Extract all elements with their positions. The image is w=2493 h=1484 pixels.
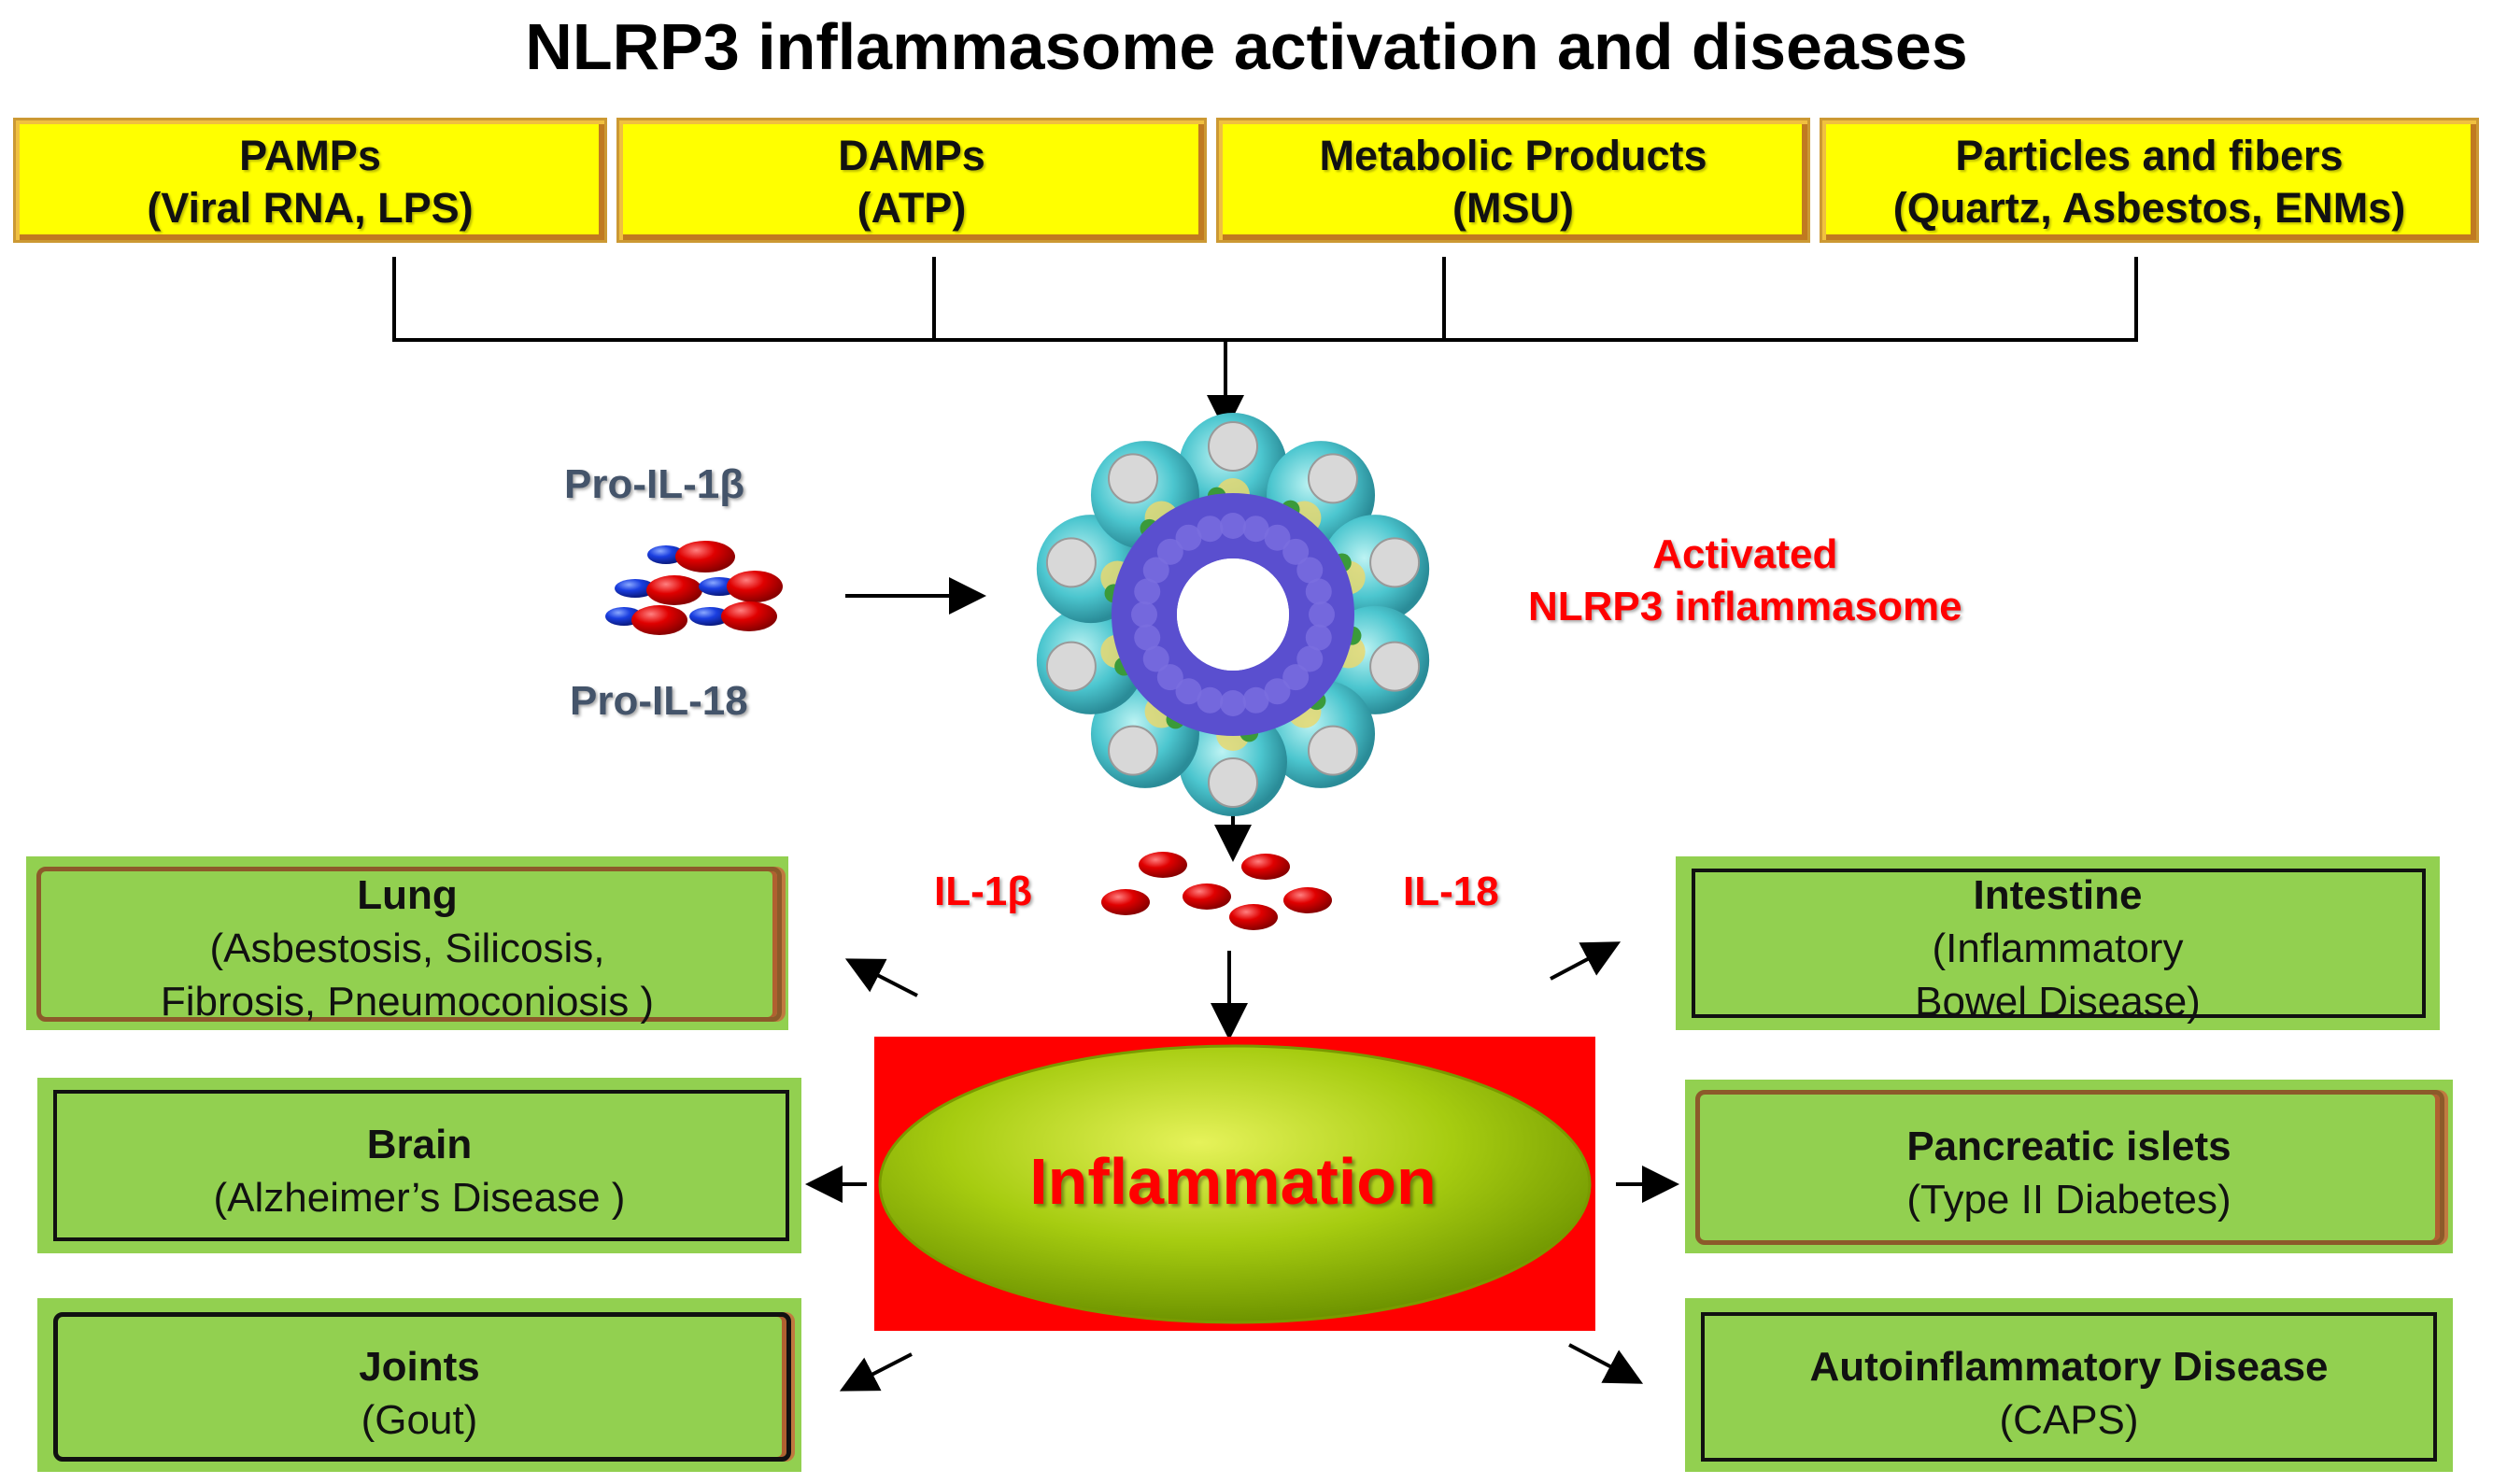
il-1b-label: IL-1β <box>934 869 1033 914</box>
disease-detail: (Type II Diabetes) <box>1906 1177 2231 1223</box>
trigger-name: PAMPs <box>239 132 381 179</box>
arrow-to-lung <box>844 958 918 997</box>
core-bead <box>1242 686 1269 714</box>
disease-detail: Bowel Disease) <box>1915 979 2201 1025</box>
trigger-detail: (ATP) <box>857 184 967 232</box>
arrow-to-auto <box>1568 1343 1644 1384</box>
core-bead <box>1156 538 1183 565</box>
arrow-to-intestine <box>1550 941 1622 981</box>
disease-detail: (Gout) <box>361 1397 478 1443</box>
trigger-name: DAMPs <box>838 132 985 179</box>
box-frame <box>53 1312 791 1462</box>
il-18-label: IL-18 <box>1403 869 1499 914</box>
inflammation-label: Inflammation <box>1029 1145 1437 1218</box>
trigger-metabolic-products: Metabolic Products (MSU) <box>1216 118 1810 243</box>
core-bead <box>1264 678 1291 705</box>
core-bead <box>1282 538 1310 565</box>
core-bead <box>1175 524 1202 551</box>
core-bead <box>1197 686 1224 714</box>
trigger-name: Particles and fibers <box>1955 132 2344 179</box>
core-bead <box>1309 601 1335 628</box>
core-bead <box>1296 645 1324 672</box>
core-bead <box>1242 516 1269 543</box>
trigger-detail: (Viral RNA, LPS) <box>147 184 474 232</box>
disease-organ: Joints <box>359 1344 480 1390</box>
core-bead <box>1134 578 1161 605</box>
box-frame <box>1695 1090 2444 1245</box>
precursor-molecules-icon <box>605 541 783 635</box>
trigger-detail: (Quartz, Asbestos, ENMs) <box>1892 184 2406 232</box>
cytokine-molecules-icon <box>1101 852 1332 930</box>
disease-detail: Fibrosis, Pneumoconiosis ) <box>160 979 655 1025</box>
core-bead <box>1264 524 1291 551</box>
box-frame <box>1701 1312 2437 1462</box>
disease-lung: Lung (Asbestosis, Silicosis, Fibrosis, P… <box>26 856 788 1030</box>
core-bead <box>1156 664 1183 691</box>
box-frame <box>1692 869 2426 1018</box>
box-frame <box>53 1090 789 1241</box>
disease-intestine: Intestine (Inflammatory Bowel Disease) <box>1676 856 2440 1030</box>
disease-organ: Pancreatic islets <box>1906 1124 2231 1169</box>
core-bead <box>1142 645 1169 672</box>
disease-pancreatic-islets: Pancreatic islets (Type II Diabetes) <box>1685 1080 2453 1253</box>
core-bead <box>1175 678 1202 705</box>
core-bead <box>1296 557 1324 584</box>
core-bead <box>1305 578 1332 605</box>
trigger-bracket <box>392 257 2138 342</box>
core-bead <box>1305 624 1332 651</box>
disease-detail: (CAPS) <box>1999 1397 2139 1443</box>
nlrp3-inflammasome-icon <box>1036 413 1430 816</box>
core-bead <box>1131 601 1157 628</box>
disease-organ: Autoinflammatory Disease <box>1809 1344 2329 1390</box>
trigger-name: Metabolic Products <box>1319 132 1707 179</box>
box-frame <box>36 867 782 1022</box>
disease-detail: (Inflammatory <box>1932 926 2184 971</box>
trigger-particles-fibers: Particles and fibers (Quartz, Asbestos, … <box>1820 118 2479 243</box>
disease-detail: (Alzheimer’s Disease ) <box>213 1175 626 1221</box>
disease-detail: (Asbestosis, Silicosis, <box>209 926 605 971</box>
disease-organ: Brain <box>366 1122 473 1167</box>
disease-joints: Joints (Gout) <box>37 1298 801 1472</box>
inflammation-ellipse <box>878 1044 1592 1324</box>
arrow-to-joints <box>839 1352 913 1392</box>
core-bead <box>1197 516 1224 543</box>
pro-il-18-label: Pro-IL-18 <box>570 678 748 724</box>
disease-organ: Intestine <box>1973 872 2143 918</box>
core-bead <box>1134 624 1161 651</box>
inflammasome-pore <box>1177 558 1289 671</box>
core-bead <box>1220 690 1246 716</box>
inflammasome-label-line1: Activated <box>1652 531 1838 577</box>
core-bead <box>1282 664 1310 691</box>
disease-brain: Brain (Alzheimer’s Disease ) <box>37 1078 801 1253</box>
inflammasome-label-line2: NLRP3 inflammasome <box>1528 584 1962 629</box>
pro-il-1b-label: Pro-IL-1β <box>564 461 745 507</box>
core-bead <box>1220 513 1246 539</box>
page-title: NLRP3 inflammasome activation and diseas… <box>525 10 1968 83</box>
disease-organ: Lung <box>357 872 458 918</box>
core-bead <box>1142 557 1169 584</box>
trigger-pamps: PAMPs (Viral RNA, LPS) <box>13 118 607 243</box>
inflammasome-label: Activated NLRP3 inflammasome <box>1528 529 1962 633</box>
trigger-detail: (MSU) <box>1452 184 1574 232</box>
disease-autoinflammatory: Autoinflammatory Disease (CAPS) <box>1685 1298 2453 1472</box>
trigger-damps: DAMPs (ATP) <box>616 118 1207 243</box>
